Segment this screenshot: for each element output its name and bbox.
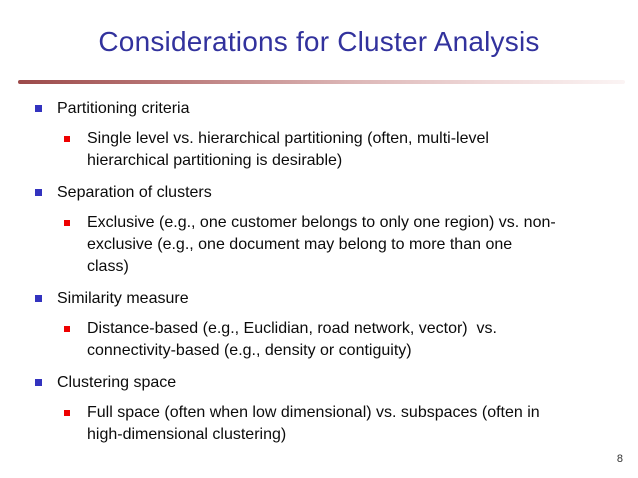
list-item-partitioning-criteria: Partitioning criteria <box>35 98 624 120</box>
title-divider-rule <box>18 80 625 84</box>
list-item-label: Partitioning criteria <box>57 100 190 117</box>
text-line: Distance-based (e.g., Euclidian, road ne… <box>87 320 497 337</box>
sub-bullet-square-icon <box>64 136 70 142</box>
text-line: class) <box>87 258 129 275</box>
bullet-list: Partitioning criteria Single level vs. h… <box>0 98 638 446</box>
list-item-clustering-space: Clustering space <box>35 372 624 394</box>
sub-bullet-square-icon <box>64 410 70 416</box>
sub-list-item: Full space (often when low dimensional) … <box>35 402 624 446</box>
sub-list-item: Single level vs. hierarchical partitioni… <box>35 128 624 172</box>
bullet-square-icon <box>35 379 42 386</box>
sub-list-item: Distance-based (e.g., Euclidian, road ne… <box>35 318 624 362</box>
list-item-label: Clustering space <box>57 374 177 391</box>
text-line: Single level vs. hierarchical partitioni… <box>87 130 489 147</box>
list-item-similarity-measure: Similarity measure <box>35 288 624 310</box>
slide-title: Considerations for Cluster Analysis <box>98 26 540 57</box>
sub-list-item: Exclusive (e.g., one customer belongs to… <box>35 212 624 278</box>
text-line: exclusive (e.g., one document may belong… <box>87 236 513 253</box>
text-line: hierarchical partitioning is desirable) <box>87 152 343 169</box>
bullet-square-icon <box>35 295 42 302</box>
sub-bullet-square-icon <box>64 326 70 332</box>
text-line: connectivity-based (e.g., density or con… <box>87 342 412 359</box>
page-number: 8 <box>616 453 623 465</box>
sub-list-item-text: Distance-based (e.g., Euclidian, road ne… <box>87 318 624 362</box>
bullet-square-icon <box>35 105 42 112</box>
bullet-square-icon <box>35 189 42 196</box>
text-line: Full space (often when low dimensional) … <box>87 404 540 421</box>
list-item-label: Similarity measure <box>57 290 189 307</box>
text-line: high-dimensional clustering) <box>87 426 287 443</box>
sub-list-item-text: Exclusive (e.g., one customer belongs to… <box>87 212 624 278</box>
sub-bullet-square-icon <box>64 220 70 226</box>
list-item-label: Separation of clusters <box>57 184 212 201</box>
sub-list-item-text: Full space (often when low dimensional) … <box>87 402 624 446</box>
sub-list-item-text: Single level vs. hierarchical partitioni… <box>87 128 624 172</box>
list-item-separation-of-clusters: Separation of clusters <box>35 182 624 204</box>
text-line: Exclusive (e.g., one customer belongs to… <box>87 214 556 231</box>
